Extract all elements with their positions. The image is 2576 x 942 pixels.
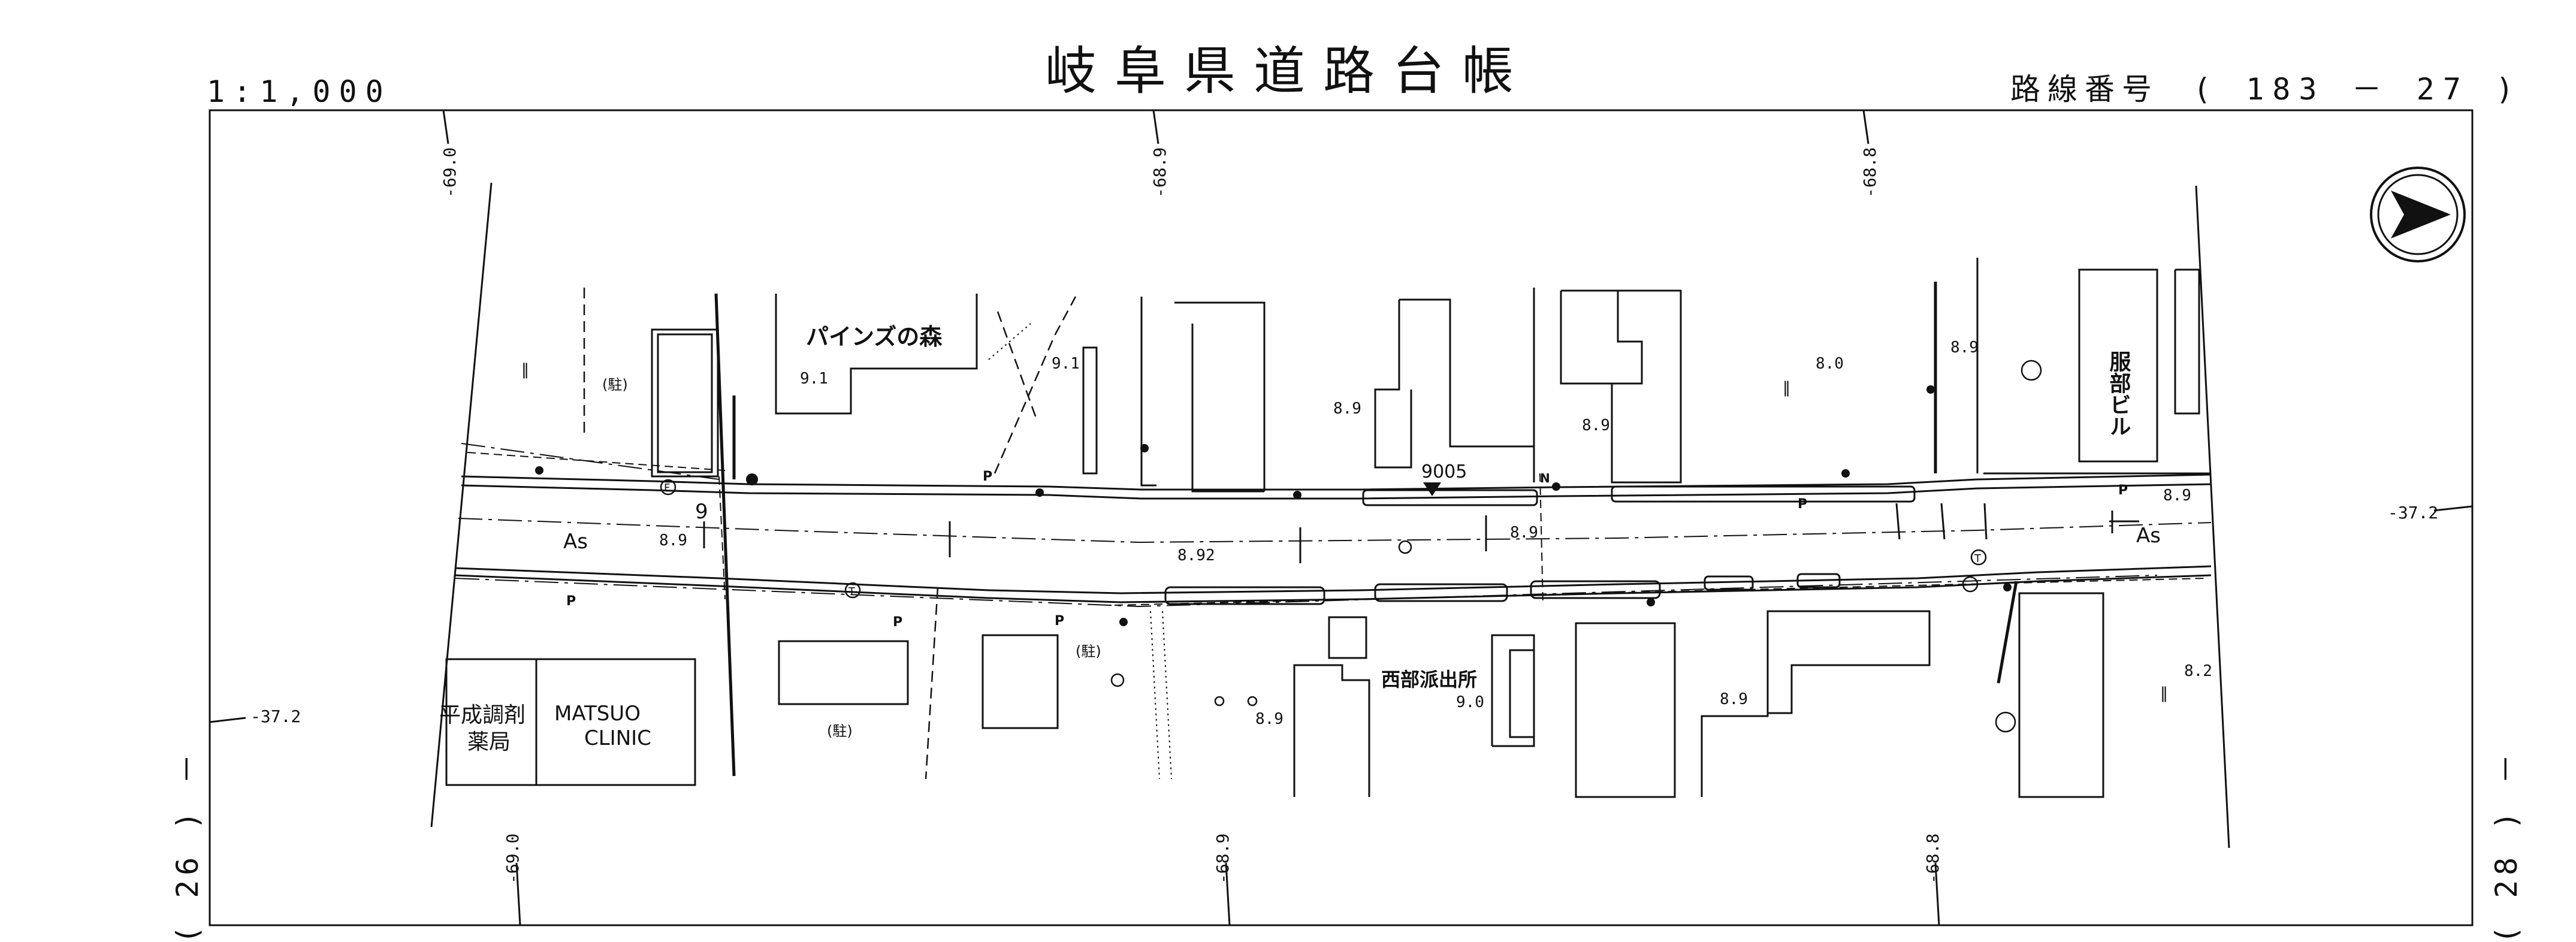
dotted-paths (988, 323, 1172, 780)
elev-7: 8.9 (2163, 487, 2191, 505)
elevation-labels: 9.1 9.1 8.9 8.9 8.0 8.9 8.9 8.9 8.92 8.9… (659, 339, 2212, 728)
grass-symbol-2: ‖ (1783, 379, 1790, 397)
route-marker: 9 (695, 500, 708, 524)
fire-symbol: F (664, 482, 670, 494)
elev-6: 8.9 (1950, 339, 1979, 357)
south-buildings (445, 592, 2104, 798)
traffic-islands (1164, 485, 1916, 605)
north-buildings (651, 258, 2211, 493)
sheet-link-left: ( 26 ) － (170, 749, 205, 942)
road-surface-right: As (2136, 524, 2161, 548)
elev-5: 8.0 (1816, 355, 1844, 373)
north-symbol: N (1540, 471, 1550, 485)
road-edges (455, 473, 2212, 603)
sheet-link-right: ( 28 ) － (2489, 749, 2524, 942)
building-label-matsuo-1: MATSUO (554, 702, 641, 726)
parking-label-1: (駐) (602, 376, 628, 393)
building-label-heisei-1: 平成調剤 (439, 703, 526, 727)
signal-symbol-1: T (848, 585, 856, 598)
elev-9: 8.92 (1177, 547, 1215, 564)
survey-boundary (430, 182, 2230, 849)
map-symbols: P P P P P P T T F N ‖ ‖ ‖ (521, 361, 2168, 702)
parking-symbol-3: P (1055, 614, 1064, 629)
benchmark-icon (1423, 482, 1441, 496)
elev-12: 8.9 (1255, 710, 1284, 728)
elev-14: 8.2 (2184, 662, 2212, 680)
building-label-pines: パインズの森 (806, 324, 943, 350)
map-frame (209, 109, 2474, 926)
grid-ticks (209, 110, 2473, 926)
route-number: ( 183 － 27 ) (2193, 72, 2522, 107)
parking-symbol-1: P (566, 594, 576, 609)
elev-2: 9.1 (1052, 355, 1080, 373)
elev-11: 9.0 (1456, 693, 1484, 711)
north-arrow-icon (2370, 167, 2466, 262)
benchmark-number: 9005 (1421, 461, 1467, 482)
grid-label-bottom-3: -68.8 (1923, 834, 1943, 884)
building-label-heisei-2: 薬局 (467, 730, 511, 754)
symbol-circles (660, 360, 2042, 733)
parking-label-2: (駐) (1076, 643, 1101, 660)
parking-symbol-6: P (983, 469, 992, 484)
lane-arrows (949, 503, 2139, 563)
grass-symbol-1: ‖ (521, 361, 529, 379)
grid-label-top-2: -68.9 (1150, 147, 1170, 198)
grid-label-top-3: -68.8 (1860, 147, 1880, 198)
elev-10: 8.9 (1510, 524, 1538, 542)
grid-label-right: -37.2 (2388, 503, 2438, 523)
grid-label-bottom-1: -69.0 (503, 834, 523, 884)
fence-hatching (714, 282, 2018, 777)
parking-symbol-4: P (1798, 497, 1807, 512)
grid-label-bottom-2: -68.9 (1213, 834, 1233, 884)
elev-8: 8.9 (659, 532, 687, 550)
elev-4: 8.9 (1582, 416, 1610, 434)
scale-label: 1:1,000 (207, 74, 392, 109)
signal-symbol-2: T (1974, 552, 1982, 565)
route-label: 路線番号 (2010, 72, 2159, 107)
grass-symbol-3: ‖ (2160, 684, 2168, 702)
map-title: 岐阜県道路台帳 (1045, 41, 1532, 101)
building-label-hattori: 服部ビル (2106, 351, 2131, 437)
point-features (535, 385, 2012, 626)
grid-label-top-1: -69.0 (440, 147, 460, 198)
elev-3: 8.9 (1333, 400, 1361, 418)
grid-label-left: -37.2 (250, 707, 301, 726)
parking-symbol-5: P (2118, 483, 2128, 498)
elev-1: 9.1 (800, 370, 828, 388)
building-label-police: 西部派出所 (1381, 668, 1477, 691)
parking-label-3: (駐) (827, 723, 853, 739)
elev-13: 8.9 (1720, 690, 1748, 708)
building-label-matsuo-2: CLINIC (584, 726, 651, 750)
north-gate-lines (583, 288, 1077, 780)
parking-symbol-2: P (893, 615, 902, 630)
road-surface-left: As (563, 530, 588, 554)
